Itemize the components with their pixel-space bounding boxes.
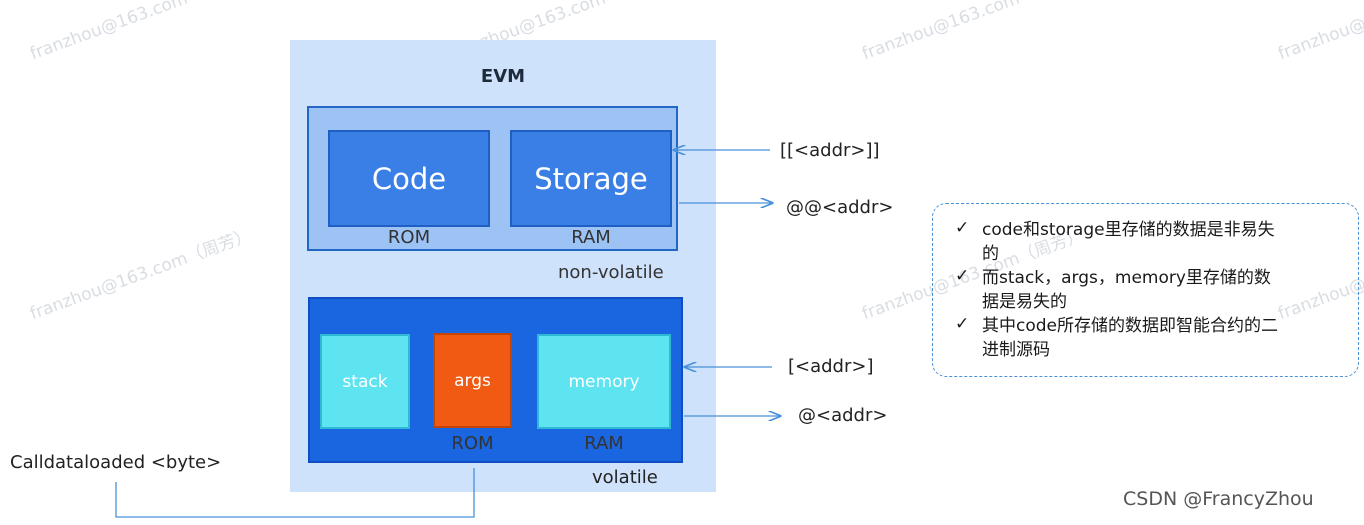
- evm-title: EVM: [480, 66, 526, 87]
- csdn-credit: CSDN @FrancyZhou: [1123, 488, 1314, 510]
- storage-block: Storage: [510, 130, 672, 227]
- args-block: args: [433, 333, 512, 428]
- volatile-label: volatile: [592, 467, 658, 488]
- calldata-connector: [115, 468, 475, 518]
- note-item: 其中code所存储的数据即智能合约的二: [982, 316, 1278, 336]
- note-item-continued: 进制源码: [982, 340, 1050, 360]
- note-item-continued: 的: [982, 244, 999, 264]
- note-item: 而stack，args，memory里存储的数: [982, 268, 1271, 288]
- check-icon: ✓: [955, 314, 970, 334]
- memory-write-label: @<addr>: [798, 405, 888, 426]
- code-rom-label: ROM: [387, 227, 431, 248]
- non-volatile-label: non-volatile: [558, 262, 664, 283]
- storage-read-label: [[<addr>]]: [780, 140, 880, 161]
- check-icon: ✓: [955, 218, 970, 238]
- note-item: code和storage里存储的数据是非易失: [982, 220, 1275, 240]
- storage-ram-label: RAM: [571, 227, 611, 248]
- code-block: Code: [328, 130, 490, 227]
- memory-ram-label: RAM: [584, 433, 624, 454]
- note-item-continued: 据是易失的: [982, 292, 1067, 312]
- memory-block: memory: [537, 334, 671, 429]
- check-icon: ✓: [955, 266, 970, 286]
- storage-write-label: @@<addr>: [786, 197, 894, 218]
- notes-box: [932, 203, 1359, 377]
- args-rom-label: ROM: [451, 433, 494, 454]
- stack-block: stack: [320, 334, 410, 429]
- calldata-label: Calldataloaded <byte>: [10, 452, 222, 473]
- memory-read-label: [<addr>]: [788, 356, 874, 377]
